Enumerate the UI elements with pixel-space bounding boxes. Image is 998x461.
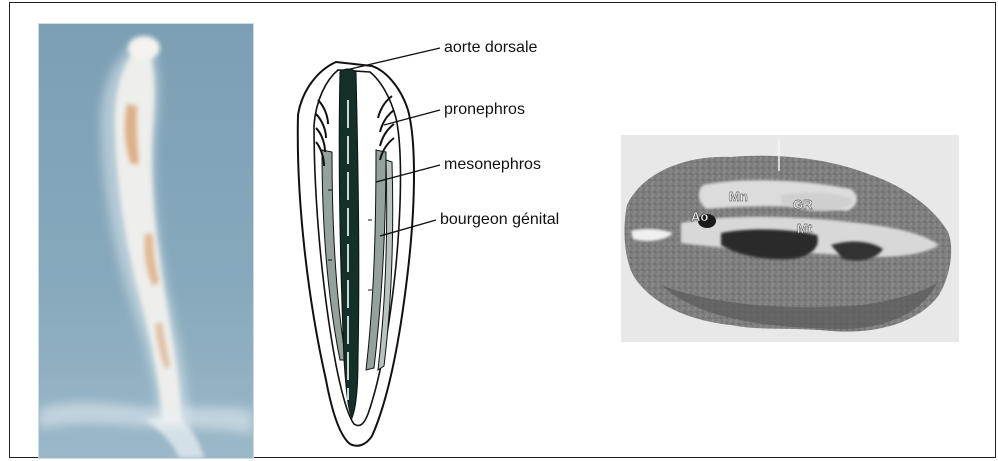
label-mesonephros: mesonephros	[444, 157, 541, 173]
label-pronephros: pronephros	[444, 102, 525, 118]
embryo-photo	[38, 23, 254, 459]
embryo-schematic	[288, 40, 436, 448]
label-aorte-dorsale: aorte dorsale	[444, 40, 537, 56]
sem-micrograph: Mn GR Ao Mt	[621, 135, 959, 342]
sem-label-mt: Mt	[797, 221, 813, 236]
sem-label-gr: GR	[793, 197, 813, 212]
sem-label-mn: Mn	[729, 189, 748, 204]
sem-label-ao: Ao	[691, 209, 708, 224]
label-bourgeon-genital: bourgeon génital	[440, 212, 559, 228]
